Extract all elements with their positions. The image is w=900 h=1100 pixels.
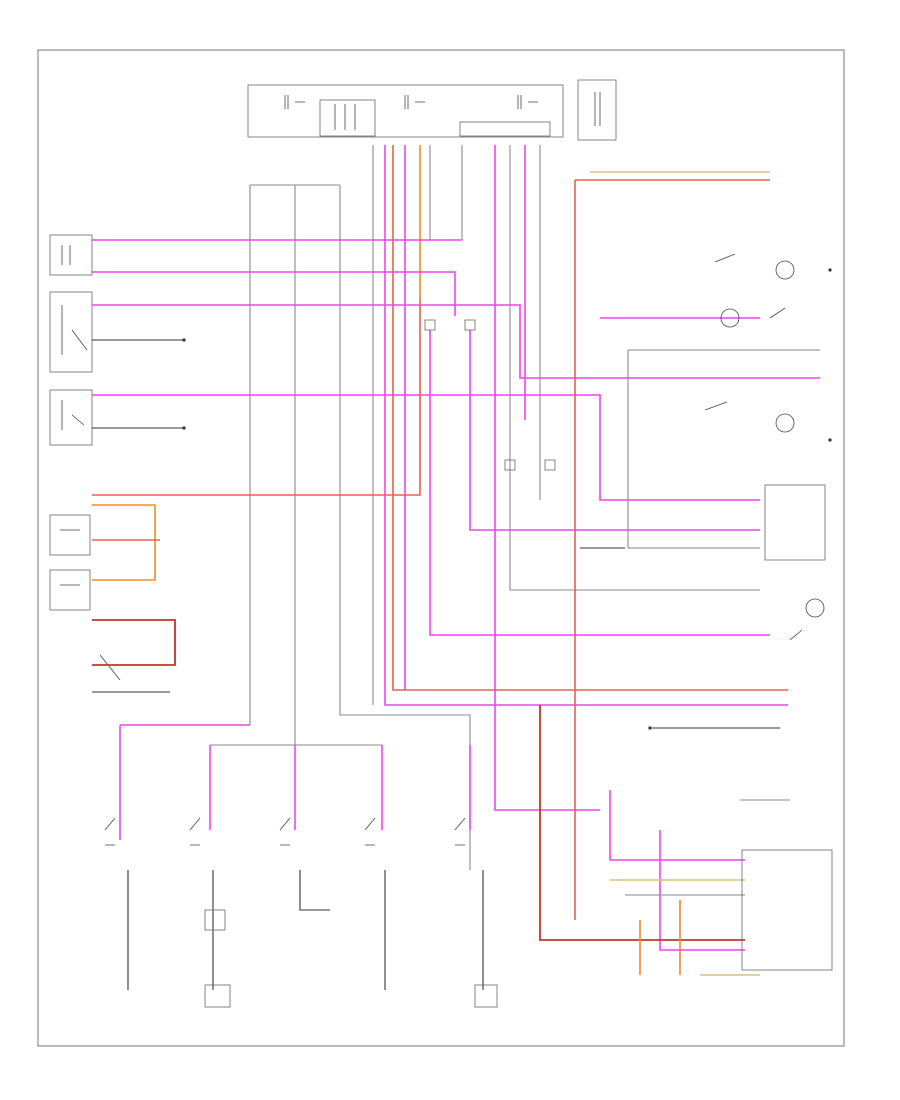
diagram-frame [37,49,845,1047]
left-components [49,234,186,681]
red-orange-runs [92,300,421,693]
connector-pins [424,319,556,471]
bottom-switches [104,817,466,846]
harness-trunk [249,145,788,870]
bottom-branches [119,724,498,1008]
right-components [648,253,833,971]
horizontal-magenta-runs [92,239,820,501]
junction-box [247,79,617,141]
right-side-runs [429,171,820,976]
